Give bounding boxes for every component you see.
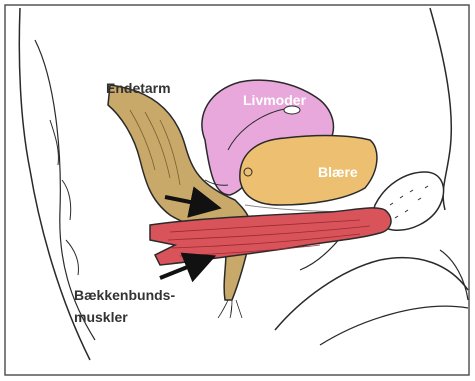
label-uterus: Livmoder <box>243 92 307 108</box>
label-rectum: Endetarm <box>106 80 171 96</box>
label-bladder: Blære <box>318 164 358 180</box>
label-pelvic-floor-line2: muskler <box>74 309 128 325</box>
label-pelvic-floor-line1: Bækkenbunds- <box>74 287 175 303</box>
